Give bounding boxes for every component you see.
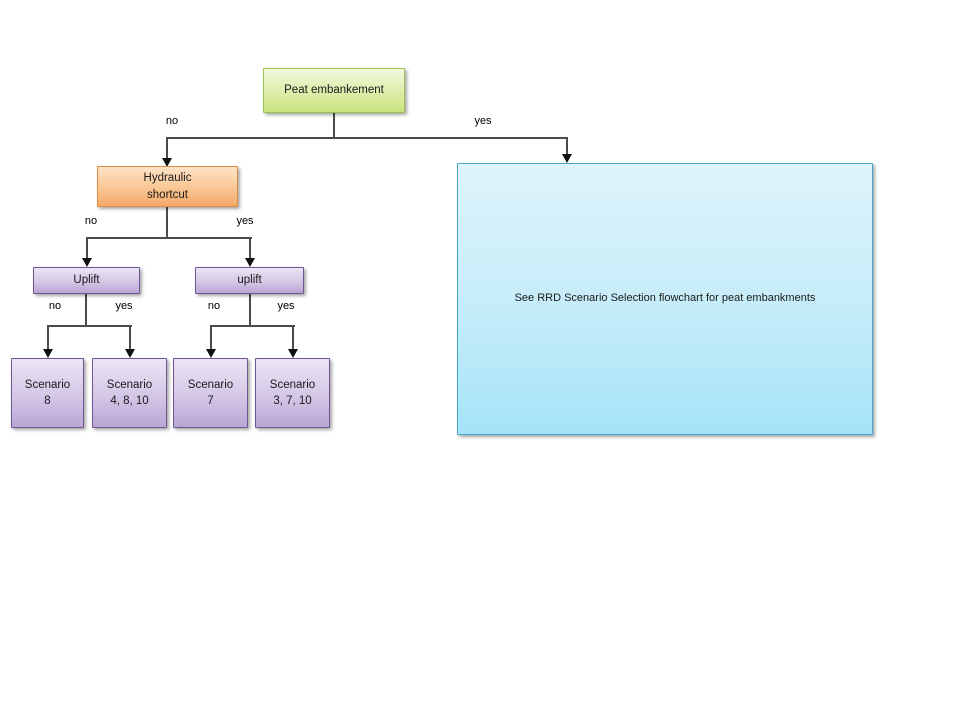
edge-label-root-no: no — [165, 115, 179, 127]
connector-uplift-left-branch — [47, 325, 132, 327]
edge-label-uplift-left-no: no — [48, 300, 62, 312]
arrowhead-to-scenario-8 — [43, 349, 53, 358]
connector-uplift-right-yes-drop — [292, 327, 294, 349]
edge-label-uplift-left-yes: yes — [115, 300, 133, 312]
connector-uplift-left-yes-drop — [129, 327, 131, 349]
arrowhead-to-scenario-4-8-10 — [125, 349, 135, 358]
connector-hydraulic-no-drop — [86, 239, 88, 259]
node-hydraulic-shortcut-line2: shortcut — [147, 188, 188, 201]
connector-uplift-right-stem — [249, 294, 251, 327]
node-scenario-7-line1: Scenario — [187, 378, 234, 391]
arrowhead-to-scenario-3-7-10 — [288, 349, 298, 358]
node-uplift-right: uplift — [195, 267, 304, 294]
arrowhead-to-hydraulic — [162, 158, 172, 167]
node-scenario-7-line2: 7 — [207, 395, 214, 407]
arrowhead-to-uplift-left — [82, 258, 92, 267]
node-peat-embankment-label: Peat embankement — [284, 84, 384, 97]
node-scenario-4-8-10: Scenario 4, 8, 10 — [92, 358, 167, 428]
node-peat-embankment: Peat embankement — [263, 68, 405, 113]
connector-uplift-right-no-drop — [210, 327, 212, 349]
edge-label-hydraulic-yes: yes — [236, 215, 254, 227]
edge-label-hydraulic-no: no — [84, 215, 98, 227]
connector-root-no-drop — [166, 139, 168, 159]
node-reference-rrd-label: See RRD Scenario Selection flowchart for… — [514, 292, 816, 305]
node-scenario-3-7-10-line2: 3, 7, 10 — [273, 395, 312, 407]
connector-root-stem — [333, 113, 335, 139]
node-hydraulic-shortcut: Hydraulic shortcut — [97, 166, 238, 207]
node-hydraulic-shortcut-line1: Hydraulic — [143, 172, 192, 185]
node-scenario-8: Scenario 8 — [11, 358, 84, 428]
arrowhead-to-uplift-right — [245, 258, 255, 267]
edge-label-uplift-right-yes: yes — [277, 300, 295, 312]
connector-uplift-left-stem — [85, 294, 87, 327]
node-scenario-3-7-10-line1: Scenario — [269, 378, 316, 391]
arrowhead-to-scenario-7 — [206, 349, 216, 358]
node-scenario-7: Scenario 7 — [173, 358, 248, 428]
node-uplift-left: Uplift — [33, 267, 140, 294]
node-scenario-4-8-10-line1: Scenario — [106, 378, 153, 391]
node-reference-rrd: See RRD Scenario Selection flowchart for… — [457, 163, 873, 435]
node-scenario-8-line2: 8 — [44, 395, 51, 407]
node-scenario-8-line1: Scenario — [24, 378, 71, 391]
connector-root-yes-drop — [566, 139, 568, 155]
connector-hydraulic-branch — [86, 237, 252, 239]
connector-uplift-right-branch — [210, 325, 295, 327]
edge-label-uplift-right-no: no — [207, 300, 221, 312]
node-scenario-3-7-10: Scenario 3, 7, 10 — [255, 358, 330, 428]
connector-hydraulic-yes-drop — [249, 239, 251, 259]
connector-uplift-left-no-drop — [47, 327, 49, 349]
node-uplift-right-label: uplift — [237, 274, 262, 287]
arrowhead-to-reference — [562, 154, 572, 163]
node-uplift-left-label: Uplift — [73, 274, 100, 287]
node-scenario-4-8-10-line2: 4, 8, 10 — [110, 395, 149, 407]
connector-hydraulic-stem — [166, 206, 168, 239]
connector-root-branch — [166, 137, 568, 139]
edge-label-root-yes: yes — [474, 115, 492, 127]
